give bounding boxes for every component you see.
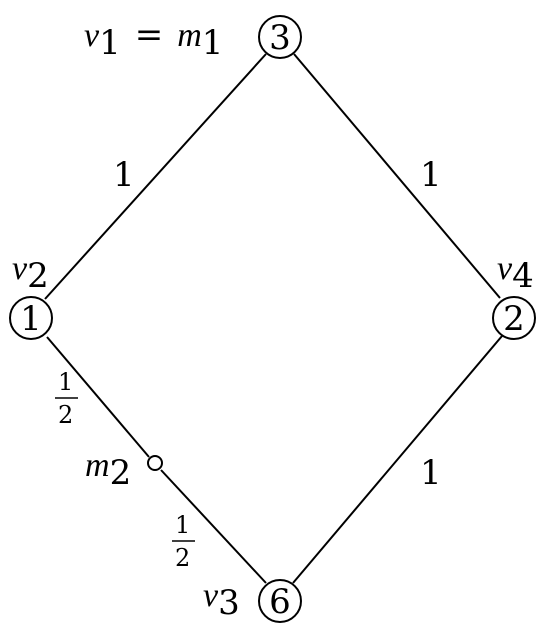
fraction-denominator: 2 <box>175 544 190 572</box>
edge-weight-v4-v3: 1 <box>420 453 442 493</box>
edge-weight-v2-m2: 1 2 <box>55 368 78 429</box>
node-v2-value: 1 <box>20 299 42 339</box>
edge-v1-v2 <box>44 53 267 300</box>
node-v1-label: v1=m1 <box>84 15 223 63</box>
edge-v1-v4 <box>293 53 501 299</box>
edge-weight-v1-v2: 1 <box>113 155 135 195</box>
node-v2 <box>9 296 53 340</box>
edge-weight-v1-v4: 1 <box>420 155 442 195</box>
node-v3 <box>258 579 302 623</box>
node-v2-label: v2 <box>12 250 49 296</box>
edge-v2-m2 <box>46 336 150 458</box>
edge-m2-v3 <box>160 469 267 584</box>
node-v3-value: 6 <box>269 582 291 622</box>
edge-weight-m2-v3: 1 2 <box>172 511 195 572</box>
node-v4 <box>492 296 536 340</box>
fraction-numerator: 1 <box>175 511 190 539</box>
node-v4-value: 2 <box>503 299 525 339</box>
fraction-numerator: 1 <box>58 368 73 396</box>
fraction-denominator: 2 <box>58 401 73 429</box>
node-v3-label: v3 <box>203 577 240 623</box>
midpoint-m2 <box>147 455 163 471</box>
midpoint-m2-label: m2 <box>85 447 131 493</box>
node-v4-label: v4 <box>497 250 534 296</box>
node-v1 <box>258 15 302 59</box>
edge-v4-v3 <box>292 335 503 584</box>
node-v1-value: 3 <box>269 18 291 58</box>
